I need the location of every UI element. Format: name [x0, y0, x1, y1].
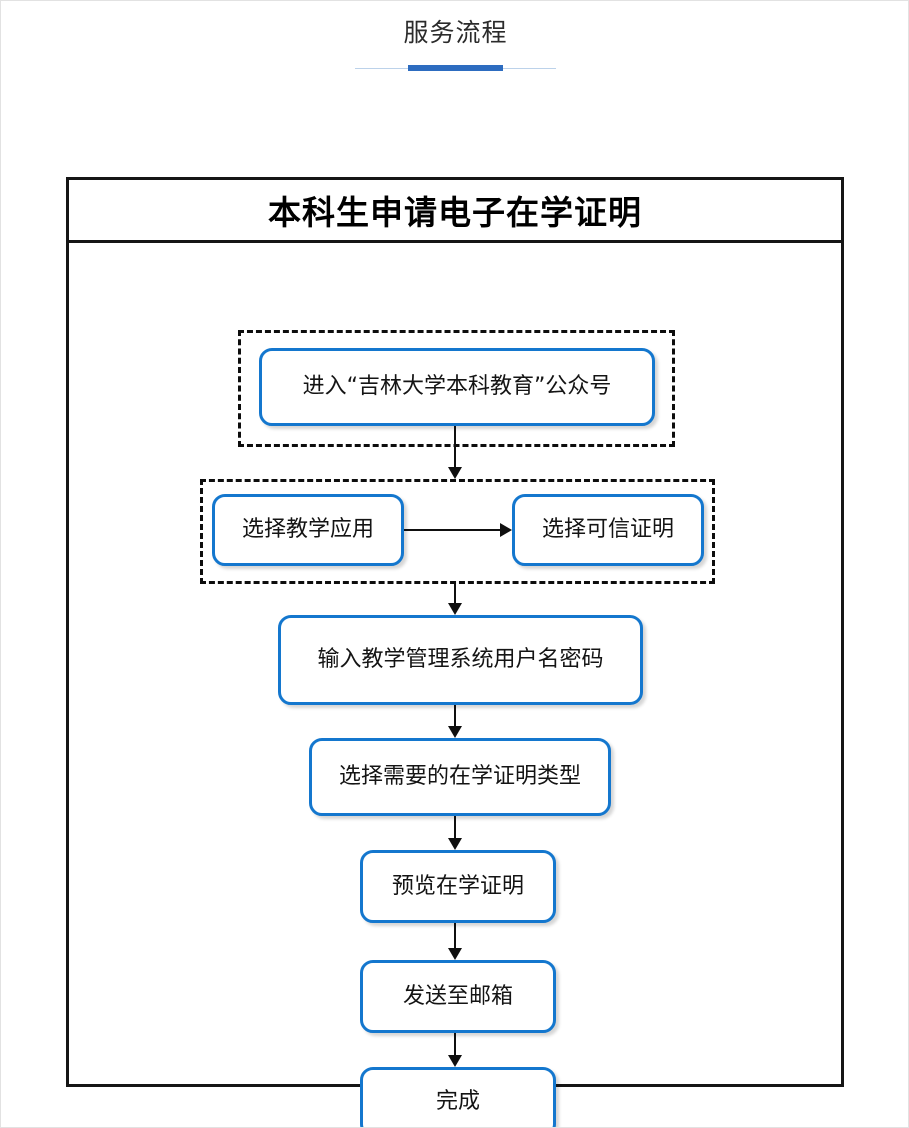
arrow-shaft	[454, 705, 456, 726]
flow-node-label: 完成	[435, 1089, 480, 1115]
arrow-head	[448, 603, 462, 615]
flow-node-label: 选择可信证明	[541, 517, 674, 543]
accent-thick-bar	[408, 64, 503, 71]
flow-node-label: 选择教学应用	[241, 517, 374, 543]
diagram-title-bar: 本科生申请电子在学证明	[69, 180, 841, 243]
diagram-title: 本科生申请电子在学证明	[268, 193, 642, 232]
flow-node-step-4[interactable]: 输入教学管理系统用户名密码	[278, 615, 643, 705]
arrow-shaft	[454, 1033, 456, 1055]
flow-node-label: 进入“吉林大学本科教育”公众号	[302, 374, 612, 400]
page-header: 服务流程	[1, 1, 908, 76]
arrow-head	[448, 1055, 462, 1067]
arrow-head	[500, 523, 512, 537]
arrow-down-icon-step4-step5	[448, 705, 462, 738]
arrow-shaft	[454, 584, 456, 603]
arrow-shaft	[454, 923, 456, 948]
arrow-down-icon-step7-step8	[448, 1033, 462, 1067]
entry-group-dashed-box	[238, 330, 675, 447]
flow-node-label: 发送至邮箱	[402, 983, 513, 1009]
flow-node-label: 预览在学证明	[391, 873, 524, 899]
flow-node-step-7[interactable]: 发送至邮箱	[360, 960, 556, 1033]
arrow-down-icon-step6-step7	[448, 923, 462, 960]
arrow-head	[448, 948, 462, 960]
title-accent-rule	[1, 62, 908, 76]
arrow-head	[448, 726, 462, 738]
flow-node-step-5[interactable]: 选择需要的在学证明类型	[309, 738, 611, 816]
arrow-shaft	[454, 426, 456, 467]
arrow-down-icon-step5-step6	[448, 816, 462, 850]
flow-node-step-6[interactable]: 预览在学证明	[360, 850, 556, 923]
flow-node-step-1[interactable]: 进入“吉林大学本科教育”公众号	[259, 348, 655, 426]
page-title: 服务流程	[403, 19, 508, 47]
diagram-frame: 本科生申请电子在学证明 进入“吉林大学本科教育”公众号 选择教学应用 选择可信证…	[66, 177, 844, 1127]
selection-group-dashed-box	[200, 479, 715, 584]
flow-node-step-8[interactable]: 完成	[360, 1067, 556, 1127]
arrow-right-icon-step2-step3	[404, 523, 512, 537]
flowchart-canvas: 进入“吉林大学本科教育”公众号 选择教学应用 选择可信证明 输入教学管理系统用户…	[69, 243, 841, 1127]
arrow-down-icon-step1-step2	[448, 426, 462, 479]
arrow-shaft	[404, 529, 500, 531]
flow-node-step-3[interactable]: 选择可信证明	[512, 494, 704, 566]
flow-node-label: 选择需要的在学证明类型	[338, 764, 581, 790]
arrow-head	[448, 838, 462, 850]
arrow-down-icon-step3-step4	[448, 584, 462, 615]
arrow-shaft	[454, 816, 456, 838]
arrow-head	[448, 467, 462, 479]
flow-node-label: 输入教学管理系统用户名密码	[317, 647, 604, 673]
flow-node-step-2[interactable]: 选择教学应用	[212, 494, 404, 566]
